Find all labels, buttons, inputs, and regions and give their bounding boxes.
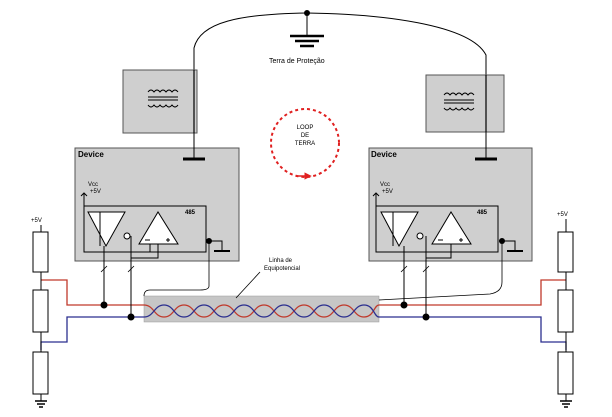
ground-label: Terra de Proteção <box>269 58 325 65</box>
bias-network-left: +5V <box>31 218 49 408</box>
vcc-left-label: Vcc <box>88 182 98 188</box>
bias-network-right: +5V <box>557 212 574 408</box>
right-bus-junctions <box>400 301 430 321</box>
ground-loop: LOOP DE TERRA <box>270 108 340 180</box>
earth-cable-right <box>306 12 487 75</box>
supply-left-label: +5V <box>31 218 42 224</box>
left-gnd-wire <box>143 241 210 297</box>
device-right-label: Device <box>371 150 397 159</box>
supply-right-label: +5V <box>557 212 568 218</box>
equip-label-1: Linha de <box>269 258 293 264</box>
vcc-right-value: +5V <box>382 189 393 195</box>
device-right: Device Vcc +5V 485 <box>368 132 533 262</box>
equipotential-line: Linha de Equipotencial <box>143 258 380 323</box>
transformer-left <box>122 69 198 134</box>
earth-cable-left <box>193 12 308 70</box>
loop-label-3: TERRA <box>295 141 315 147</box>
transformer-right <box>425 74 505 133</box>
left-bus-junctions <box>100 301 135 321</box>
vcc-left-value: +5V <box>90 189 101 195</box>
loop-label-2: DE <box>301 133 309 139</box>
right-transceiver-legs <box>403 236 452 317</box>
device-left-label: Device <box>78 150 104 159</box>
protective-earth: Terra de Proteção <box>269 10 325 65</box>
equip-label-2: Equipotencial <box>264 266 300 272</box>
vcc-right-label: Vcc <box>380 182 390 188</box>
device-left: Device Vcc +5V 485 <box>74 133 240 262</box>
left-transceiver-legs <box>103 236 159 317</box>
chip-left-label: 485 <box>185 210 196 216</box>
chip-right-label: 485 <box>477 210 488 216</box>
right-gnd-wire <box>378 241 503 301</box>
loop-label-1: LOOP <box>297 125 314 131</box>
leg-markers <box>100 265 430 273</box>
